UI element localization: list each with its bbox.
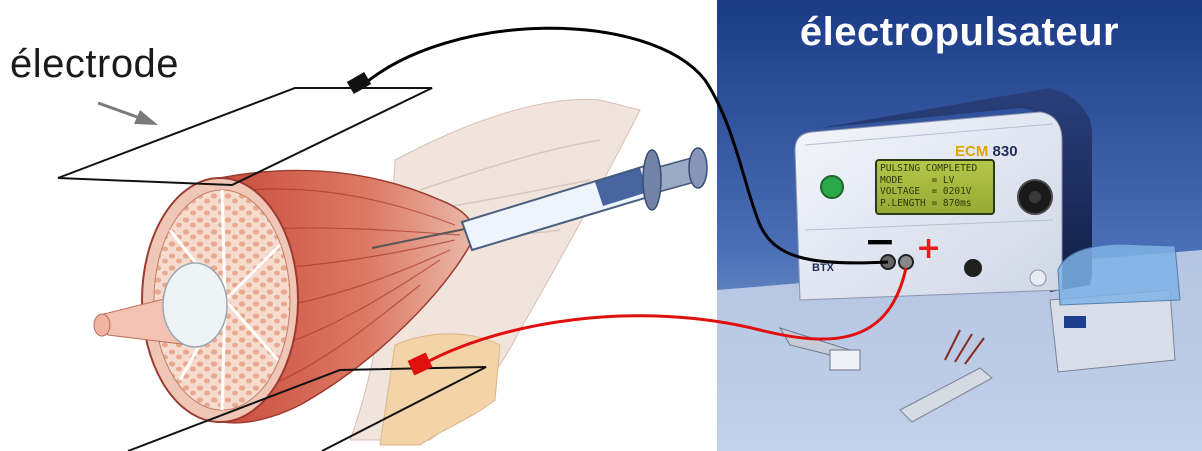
syringe-flange <box>643 150 661 210</box>
central-core <box>163 263 227 347</box>
device-photo <box>717 0 1202 451</box>
lcd-text: PULSING COMPLETED MODE = LV VOLTAGE = 02… <box>880 163 990 211</box>
lcd-line: MODE = LV <box>880 175 954 186</box>
muscle-illustration <box>58 88 707 451</box>
skin-patch <box>380 334 500 445</box>
power-button <box>821 176 843 198</box>
device-brand-label: BTX <box>812 262 834 274</box>
model-number: 830 <box>993 143 1018 160</box>
positive-polarity-mark: + <box>916 234 941 264</box>
lcd-line: P.LENGTH = 870ms <box>880 198 972 209</box>
inner-tube-end <box>94 314 110 336</box>
negative-polarity-mark: − <box>864 222 896 260</box>
cuvette-lid <box>1058 244 1180 305</box>
negative-connector <box>347 72 371 94</box>
device-model-label: ECM 830 <box>955 143 1018 160</box>
positive-jack <box>899 255 913 269</box>
lcd-line: VOLTAGE = 0201V <box>880 186 972 197</box>
model-prefix: ECM <box>955 143 988 160</box>
electrode-plate-top <box>58 88 432 185</box>
electrode-arrow <box>98 103 158 125</box>
electrode-label: électrode <box>10 42 179 87</box>
safety-button <box>1030 270 1046 286</box>
syringe-thumb <box>689 148 707 188</box>
mode-button <box>964 259 982 277</box>
device-label: électropulsateur <box>717 10 1202 55</box>
lcd-line: PULSING COMPLETED <box>880 163 977 174</box>
